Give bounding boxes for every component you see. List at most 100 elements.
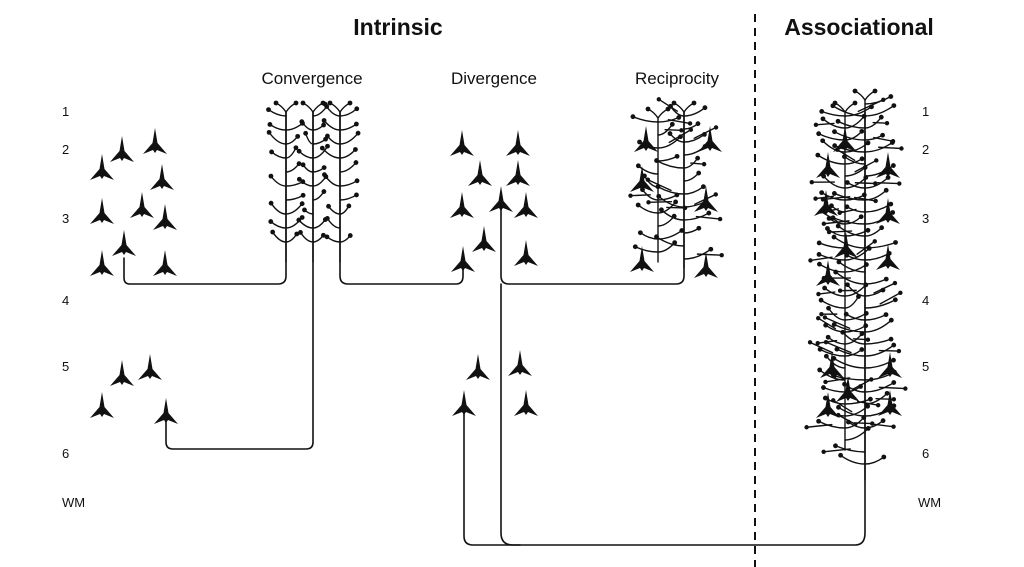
synaptic-bouton (696, 225, 702, 231)
synaptic-bouton (879, 225, 885, 231)
synaptic-bouton (888, 336, 894, 342)
layer-label-right-6: 6 (922, 446, 929, 461)
dendrite-branch (817, 154, 846, 165)
layer-labels-right: 1 2 3 4 5 6 WM (918, 104, 941, 510)
synaptic-bouton (268, 219, 274, 224)
synaptic-bouton (819, 190, 825, 196)
synaptic-bouton (903, 386, 908, 391)
dendrite-branch (864, 456, 885, 465)
synaptic-bouton (816, 418, 822, 424)
synaptic-bouton (899, 146, 904, 151)
synaptic-bouton (815, 341, 820, 346)
dendrite-branch (657, 155, 678, 162)
synaptic-bouton (708, 246, 714, 252)
synaptic-bouton (836, 259, 842, 265)
dendrite-branch (683, 185, 705, 195)
synaptic-bouton (628, 193, 633, 198)
dendrite-twig (873, 423, 895, 428)
synaptic-bouton (831, 234, 837, 240)
synaptic-bouton (819, 109, 825, 114)
reciprocity-tree-right (645, 97, 724, 269)
synaptic-bouton (299, 201, 305, 207)
dendrite-branch (842, 331, 866, 345)
synaptic-bouton (696, 170, 702, 176)
synaptic-bouton (654, 234, 659, 240)
dendrite-twig (879, 292, 902, 305)
synaptic-bouton (818, 297, 824, 303)
dendrite-branch (844, 405, 869, 417)
associational-tree-right (820, 88, 908, 481)
synaptic-bouton (717, 216, 723, 222)
synaptic-bouton (830, 103, 836, 109)
dendrite-branch (837, 120, 866, 129)
synaptic-bouton (355, 130, 361, 136)
synaptic-bouton (706, 210, 712, 216)
synaptic-bouton (898, 290, 903, 295)
synaptic-bouton (270, 229, 276, 235)
synaptic-bouton (327, 100, 333, 106)
synaptic-bouton (674, 153, 680, 159)
dendrite-branch (339, 161, 357, 173)
dendrite-branch (864, 344, 895, 357)
dendrite-twig (873, 282, 896, 294)
synaptic-bouton (346, 203, 352, 209)
pyramidal-neuron-divergence-6 (472, 226, 496, 252)
synaptic-bouton (296, 176, 302, 182)
axon-convergence-lower (165, 111, 314, 450)
dendrite-branch (834, 445, 866, 453)
synaptic-bouton (672, 240, 678, 246)
synaptic-bouton (880, 132, 885, 138)
synaptic-bouton (713, 192, 718, 197)
dendrite-twig (817, 291, 836, 295)
pyramidal-neuron-divergence-4 (450, 192, 474, 218)
synaptic-bouton (637, 139, 642, 145)
synaptic-bouton (302, 207, 307, 213)
synaptic-bouton (838, 452, 843, 458)
dendrite-branch (833, 236, 866, 249)
pyramidal-neuron-divergence-12 (452, 390, 476, 416)
dendrite-twig (822, 448, 851, 453)
dendrite-branch (339, 148, 357, 159)
synaptic-bouton (659, 207, 664, 213)
axon-divergence-left (339, 111, 464, 285)
synaptic-bouton (326, 203, 331, 209)
synaptic-bouton (321, 118, 327, 123)
dendrite-branch (864, 299, 897, 309)
dendrite-branch (822, 386, 846, 393)
dendrite-branch (864, 104, 895, 117)
synaptic-bouton (267, 122, 273, 127)
synaptic-bouton (300, 100, 306, 106)
dendrite-branch (844, 427, 869, 441)
pyramidal-neuron-left-6 (153, 204, 177, 230)
dendrite-branch (864, 313, 887, 321)
pyramidal-neuron-divergence-1 (506, 130, 530, 156)
dendrite-branch (844, 115, 865, 129)
synaptic-bouton (303, 130, 309, 136)
synaptic-bouton (822, 285, 828, 291)
pyramidal-neuron-divergence-9 (489, 186, 513, 212)
dendrite-twig (690, 162, 705, 165)
dendrite-branch (822, 175, 846, 189)
pyramidal-neuron-reciprocity-4 (630, 246, 654, 272)
pyramidal-neuron-associational-2 (876, 152, 900, 178)
pyramidal-neuron-associational-0 (833, 126, 857, 152)
synaptic-bouton (268, 200, 274, 206)
pyramidal-neuron-associational-8 (820, 352, 844, 378)
dendrite-branch (835, 271, 866, 285)
dendrite-branch (339, 194, 358, 201)
synaptic-bouton (831, 322, 837, 327)
dendrite-twig (696, 253, 723, 256)
axon-divergence-right (500, 111, 685, 285)
dendrite-twig (809, 256, 833, 262)
dendrite-branch (655, 236, 685, 247)
synaptic-bouton (676, 115, 682, 120)
pyramidal-neuron-associational-10 (836, 376, 860, 402)
dendrite-branch (339, 108, 358, 117)
synaptic-bouton (817, 261, 822, 267)
layer-label-right-5: 5 (922, 359, 929, 374)
synaptic-bouton (820, 138, 826, 144)
pyramidal-neuron-left-2 (90, 154, 114, 180)
dendrite-twig (693, 126, 717, 139)
synaptic-bouton (888, 317, 894, 323)
heading-associational: Associational (784, 14, 934, 40)
